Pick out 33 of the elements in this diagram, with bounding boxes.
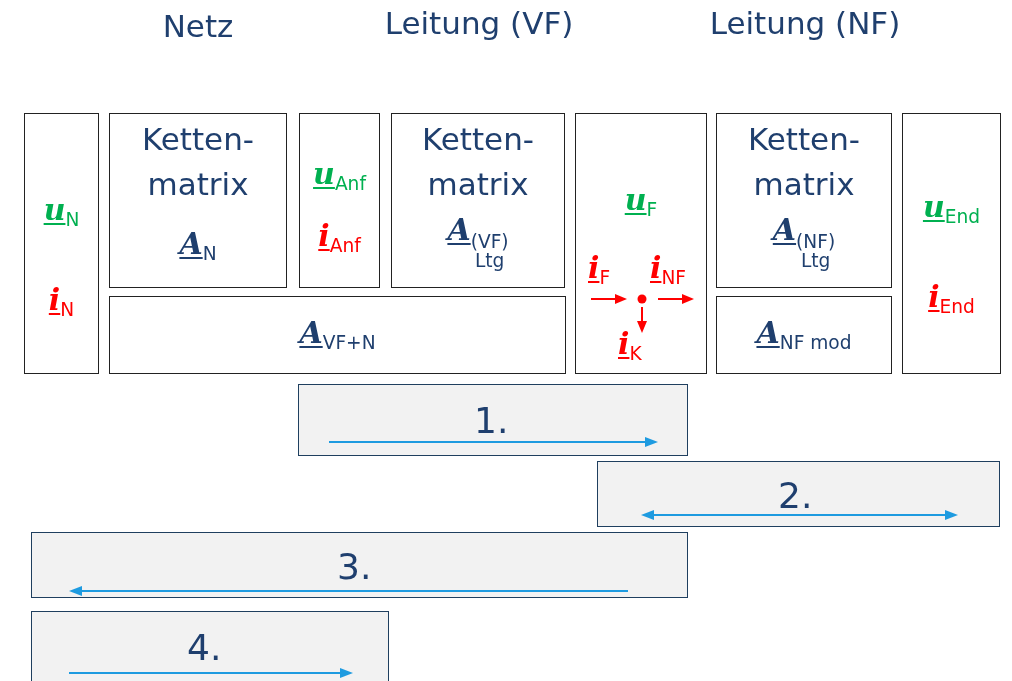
current-symbol: i$_{F}$: [588, 250, 611, 289]
matrix-box: [299, 113, 380, 288]
matrix-title: Ketten- matrix: [746, 120, 862, 204]
matrix-box: [716, 296, 892, 374]
current-symbol: i$_{Anf}$: [317, 218, 363, 257]
step-band: [31, 611, 389, 681]
matrix-box: [902, 113, 1001, 374]
matrix-title: Ketten- matrix: [420, 120, 536, 204]
step-number: 2.: [778, 474, 813, 518]
step-band: [31, 532, 688, 598]
current-symbol: i$_{N}$: [47, 282, 76, 321]
voltage-symbol: u$_{F}$: [623, 182, 659, 221]
voltage-symbol: u$_{Anf}$: [312, 156, 368, 195]
column-heading: Leitung (NF): [708, 4, 902, 43]
column-heading: Netz: [161, 7, 235, 46]
current-symbol: i$_{K}$: [618, 326, 642, 365]
current-symbol: i$_{NF}$: [650, 250, 686, 289]
matrix-box: [24, 113, 99, 374]
current-symbol: i$_{End}$: [927, 279, 976, 318]
voltage-symbol: u$_{N}$: [42, 192, 81, 231]
step-number: 4.: [187, 626, 222, 670]
voltage-symbol: u$_{End}$: [921, 189, 982, 228]
step-number: 3.: [337, 545, 372, 589]
step-band: [298, 384, 688, 456]
matrix-symbol: A$_{NF mod}$: [753, 315, 853, 354]
matrix-title: Ketten- matrix: [140, 120, 256, 204]
matrix-symbol: A$_{N}$: [176, 226, 218, 265]
step-number: 1.: [474, 399, 509, 443]
matrix-box: [575, 113, 707, 374]
matrix-box: [109, 296, 566, 374]
step-band: [597, 461, 1000, 527]
matrix-symbol: A$_{VF+N}$: [296, 315, 377, 354]
column-heading: Leitung (VF): [383, 4, 575, 43]
